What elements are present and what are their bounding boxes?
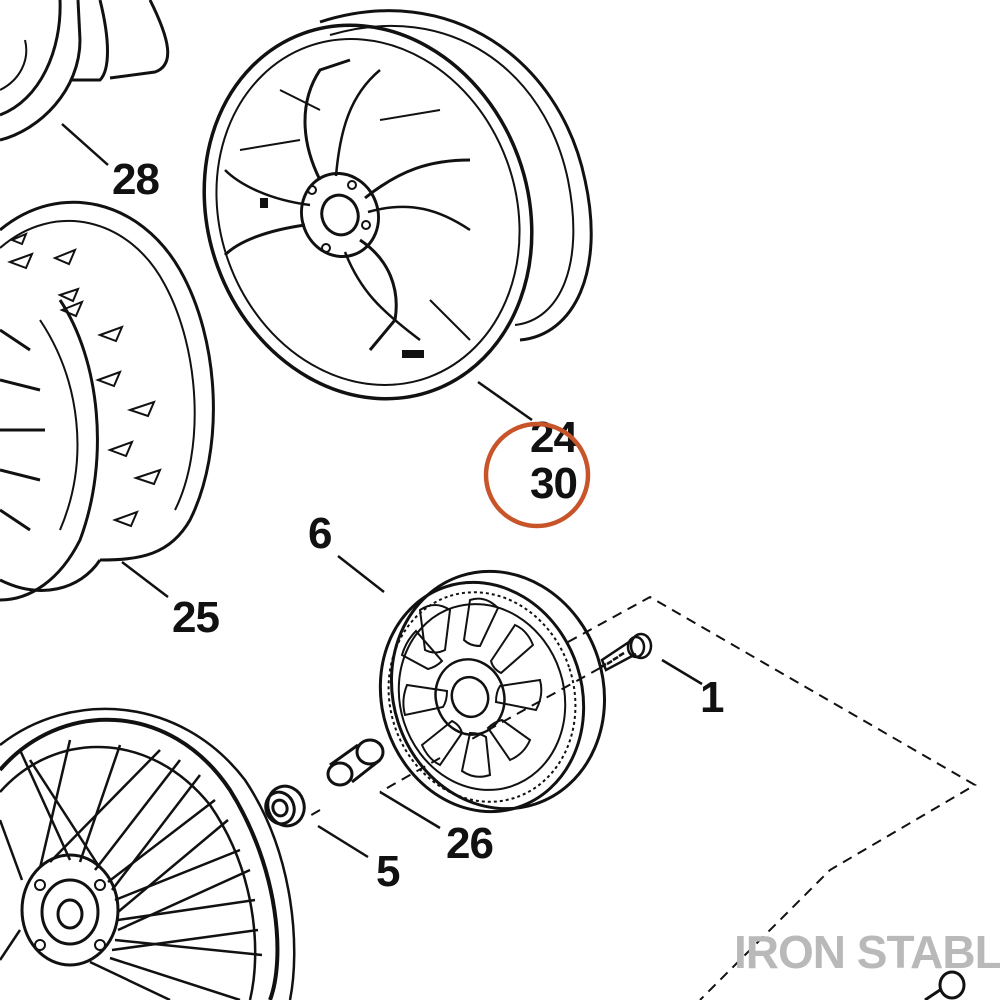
callout-25: 25: [172, 593, 219, 642]
cast-wheel-part-28: [0, 0, 170, 142]
spoke-wheel: [0, 707, 296, 1000]
watermark-iron-stable: IRON STABLE: [734, 926, 1000, 978]
leader-line-5: [317, 824, 369, 859]
leader-line-24: [477, 380, 533, 422]
assembly-dashed-axis: [305, 667, 601, 819]
callout-6: 6: [308, 509, 331, 558]
highlight-circle: [483, 421, 591, 529]
assembly-dashed-outline: [567, 595, 977, 1000]
leader-line-26: [379, 790, 441, 830]
bolt-part-1: [600, 632, 653, 672]
callout-26: 26: [446, 819, 493, 868]
callout-1: 1: [700, 673, 724, 722]
axle-bolt: [924, 970, 966, 1000]
leader-line-1: [661, 658, 703, 686]
cast-wheel-part-24: [202, 9, 593, 401]
leader-line-25: [121, 561, 169, 598]
bearing-part-5: [264, 784, 306, 828]
callout-28: 28: [112, 155, 159, 204]
leader-line-6: [337, 555, 385, 593]
drive-pulley-part-6: [378, 569, 607, 814]
cast-wheel-part-25: [0, 200, 215, 602]
callout-30: 30: [530, 459, 577, 508]
spacer-part-26: [326, 738, 385, 787]
callout-5: 5: [376, 847, 400, 896]
leader-line-28: [61, 123, 109, 166]
